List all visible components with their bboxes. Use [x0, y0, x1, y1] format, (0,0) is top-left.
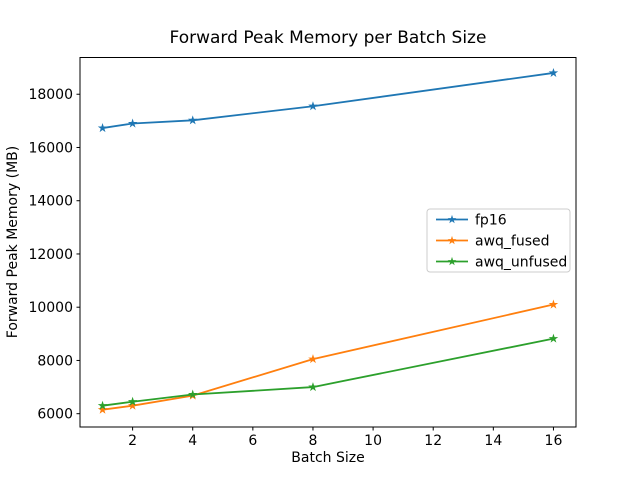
svg-text:2: 2 — [128, 433, 137, 449]
svg-text:16000: 16000 — [28, 140, 73, 156]
chart-title: Forward Peak Memory per Batch Size — [169, 28, 487, 48]
data-point-marker — [308, 382, 318, 392]
data-point-marker — [548, 333, 559, 343]
legend-entry-fp16: fp16 — [436, 213, 507, 229]
y-axis: 6000 8000 10000 12000 14000 16000 18000 — [28, 87, 80, 423]
series-fp16 — [97, 67, 559, 133]
legend: fp16 awq_fused awq_unfused — [426, 208, 571, 273]
data-point-marker — [97, 400, 108, 410]
svg-text:18000: 18000 — [28, 87, 73, 103]
svg-text:12000: 12000 — [28, 247, 73, 263]
legend-marker-icon — [447, 256, 457, 266]
legend-entry-awq_fused: awq_fused — [436, 234, 550, 250]
data-point-marker — [187, 115, 198, 125]
svg-text:14: 14 — [484, 433, 502, 449]
legend-label: awq_unfused — [475, 255, 567, 271]
x-axis: 2 4 6 8 10 12 14 16 — [128, 427, 562, 449]
legend-marker-icon — [447, 235, 457, 245]
data-point-marker — [548, 67, 559, 77]
data-point-marker — [308, 101, 318, 111]
data-point-marker — [97, 123, 108, 133]
svg-text:6: 6 — [248, 433, 257, 449]
data-point-marker — [308, 354, 318, 364]
legend-entry-awq_unfused: awq_unfused — [436, 255, 567, 271]
data-point-marker — [548, 299, 559, 309]
svg-text:8: 8 — [309, 433, 318, 449]
plot-area-border — [79, 57, 577, 428]
data-point-marker — [187, 389, 198, 399]
svg-text:4: 4 — [188, 433, 197, 449]
svg-text:12: 12 — [424, 433, 442, 449]
svg-text:10000: 10000 — [28, 300, 73, 316]
x-axis-label: Batch Size — [291, 450, 365, 466]
legend-label: fp16 — [475, 213, 507, 229]
svg-text:6000: 6000 — [37, 407, 73, 423]
series-awq_unfused — [97, 333, 559, 410]
data-point-marker — [127, 396, 138, 406]
data-point-marker — [127, 118, 138, 128]
svg-text:8000: 8000 — [37, 353, 73, 369]
data-point-marker — [97, 404, 108, 414]
svg-text:14000: 14000 — [28, 194, 73, 210]
data-point-marker — [127, 400, 138, 410]
legend-marker-icon — [447, 214, 457, 224]
series-awq_fused — [97, 299, 559, 414]
legend-label: awq_fused — [475, 234, 550, 250]
svg-text:10: 10 — [364, 433, 382, 449]
svg-text:16: 16 — [545, 433, 563, 449]
